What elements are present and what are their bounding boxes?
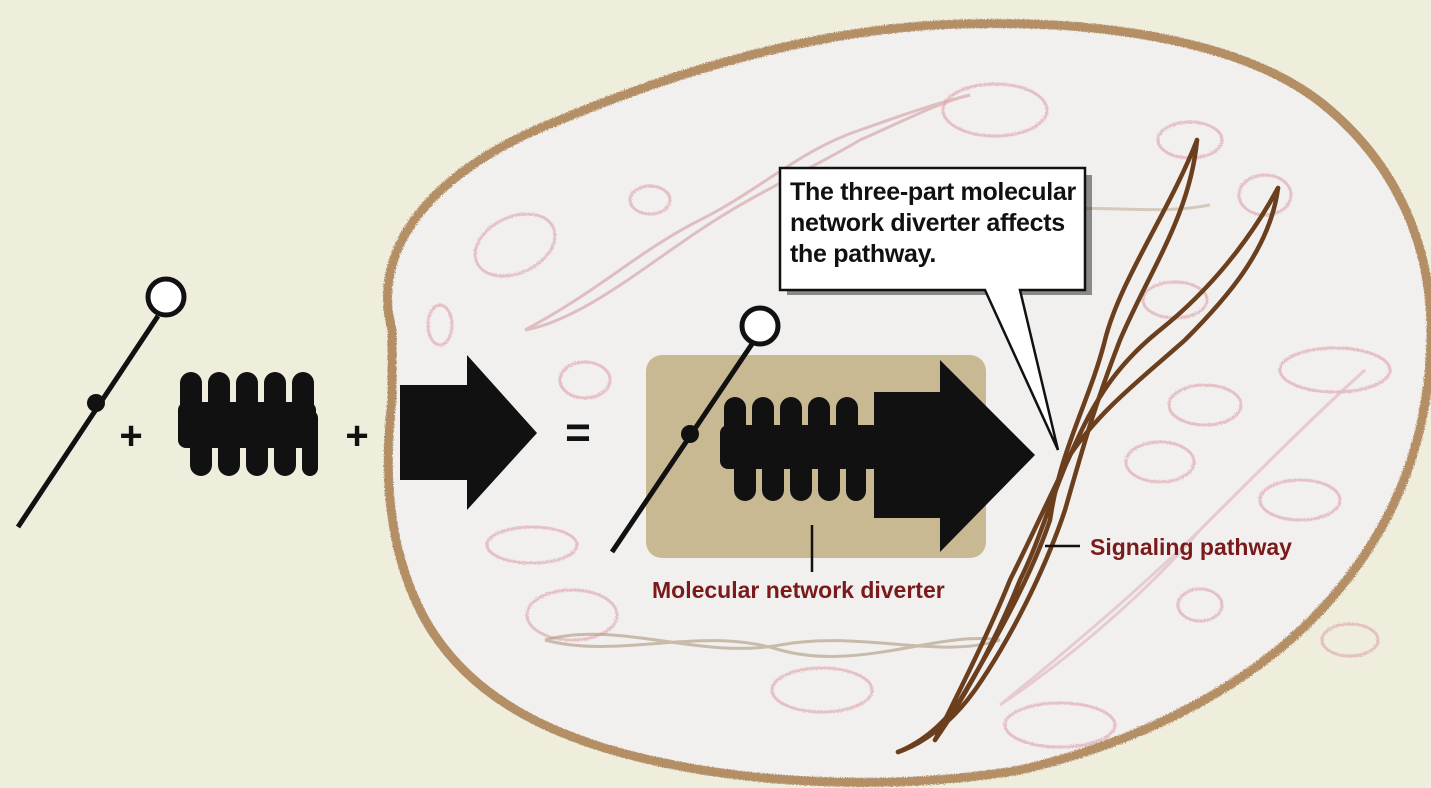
operators: + + = <box>119 408 591 458</box>
signaling-pathway <box>895 137 1281 755</box>
callout-text: The three-part molecular network diverte… <box>790 178 1076 268</box>
diverter-coil-icon <box>720 397 880 501</box>
plus-operator-1: + <box>119 414 142 458</box>
callout-box <box>778 166 1092 451</box>
arrow-icon <box>400 355 537 510</box>
equals-operator: = <box>565 408 591 457</box>
diverter-label: Molecular network diverter <box>652 577 945 603</box>
pathway-label: Signaling pathway <box>1090 534 1292 560</box>
background-strands <box>524 93 1367 707</box>
diverter-pin-icon <box>609 305 781 554</box>
plus-operator-2: + <box>345 414 368 458</box>
diverter-arrow-icon <box>874 360 1035 552</box>
pin-icon <box>15 276 187 529</box>
coil-icon <box>178 372 318 476</box>
